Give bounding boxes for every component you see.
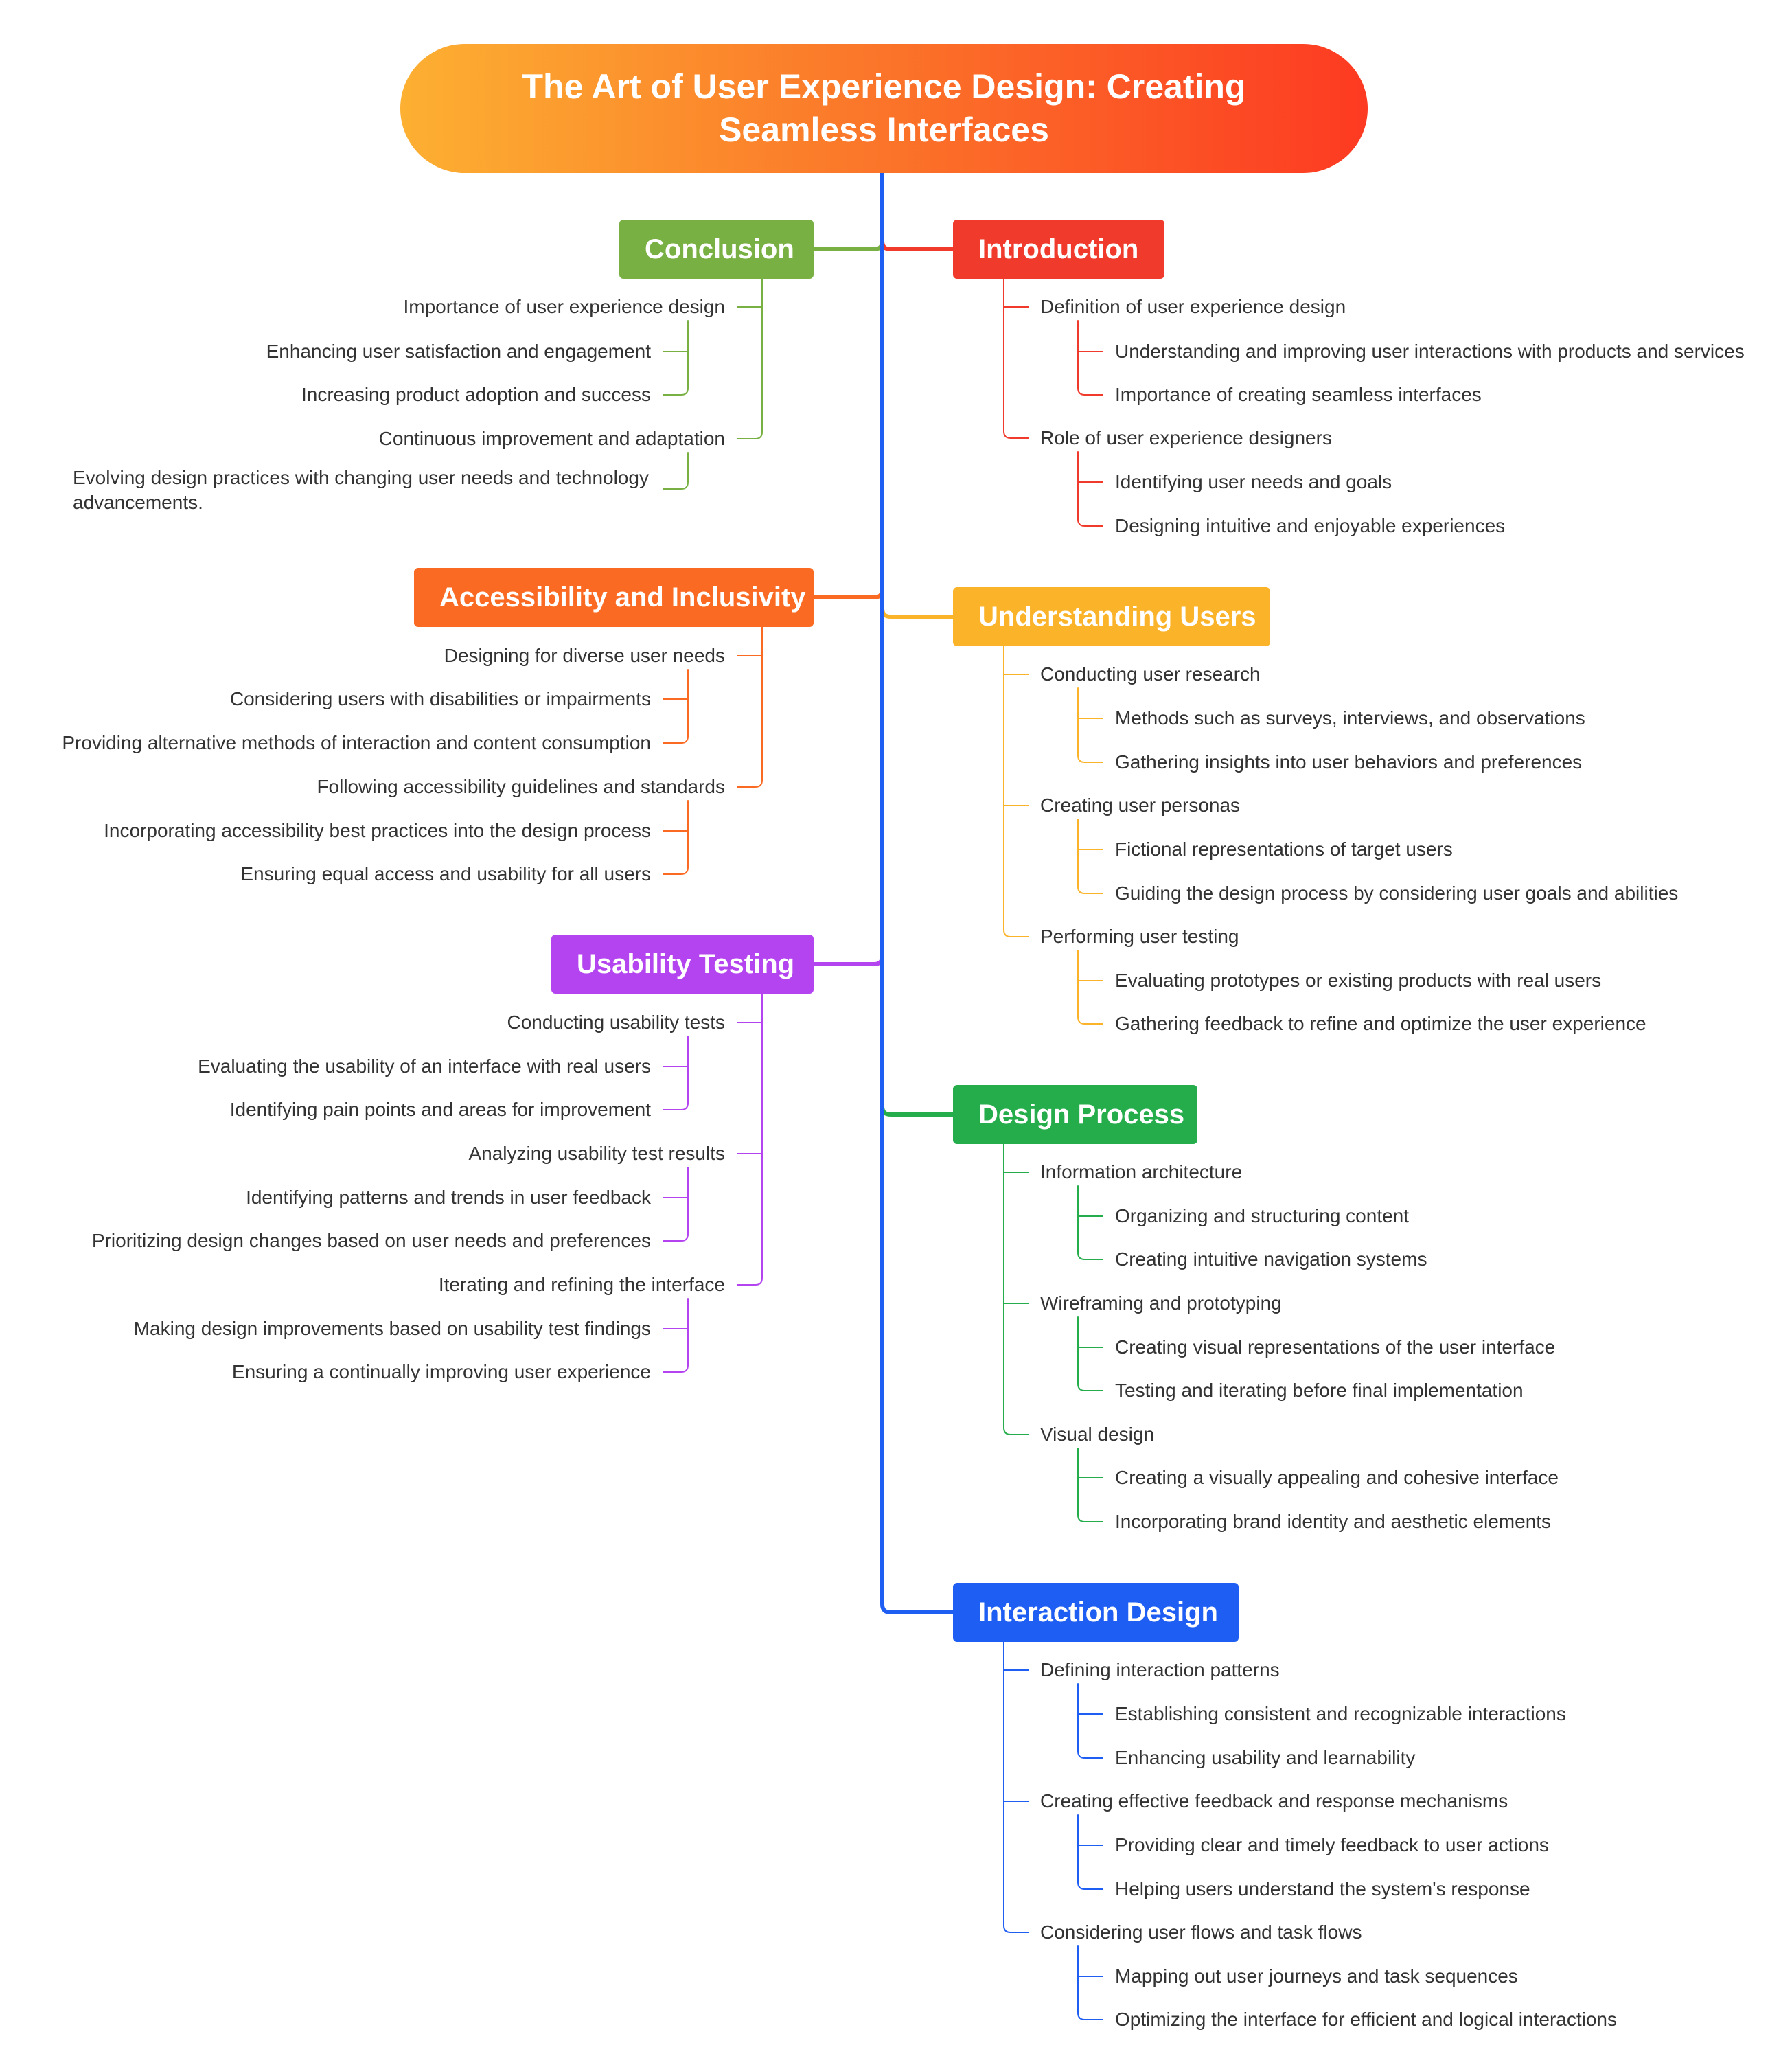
subitem-line bbox=[1077, 1448, 1103, 1522]
subtopic-item[interactable]: Enhancing usability and learnability bbox=[1115, 1747, 1416, 1768]
topic-item[interactable]: Defining interaction patterns bbox=[1040, 1659, 1280, 1680]
topic-item[interactable]: Information architecture bbox=[1040, 1161, 1243, 1183]
subitem-line bbox=[1077, 950, 1103, 1025]
subtopic-item[interactable]: Optimizing the interface for efficient a… bbox=[1115, 2009, 1617, 2030]
subitem-line bbox=[663, 320, 689, 396]
subtopic-item[interactable]: Considering users with disabilities or i… bbox=[229, 688, 651, 709]
subitem-line bbox=[1077, 451, 1103, 527]
subtopic-item[interactable]: Organizing and structuring content bbox=[1115, 1205, 1410, 1226]
subtopic-item[interactable]: Identifying user needs and goals bbox=[1115, 471, 1392, 492]
subtopic-item[interactable]: Identifying pain points and areas for im… bbox=[229, 1099, 651, 1120]
trunk-connector-introduction bbox=[880, 171, 955, 251]
topic-item[interactable]: Visual design bbox=[1040, 1424, 1155, 1445]
branch-line-design_process bbox=[1003, 1143, 1029, 1435]
subtopic-item[interactable]: Increasing product adoption and success bbox=[301, 384, 651, 405]
branch-line-introduction bbox=[1003, 278, 1029, 439]
subitem-line bbox=[1077, 1316, 1103, 1391]
subtopic-item[interactable]: Creating visual representations of the u… bbox=[1115, 1336, 1556, 1358]
topic-item[interactable]: Role of user experience designers bbox=[1040, 427, 1332, 448]
branch-line-conclusion bbox=[737, 278, 763, 439]
topic-item[interactable]: Creating effective feedback and response… bbox=[1040, 1790, 1508, 1812]
trunk-connector-accessibility bbox=[812, 171, 884, 599]
subitem-line bbox=[663, 452, 689, 490]
subtopic-item[interactable]: Providing alternative methods of interac… bbox=[62, 732, 651, 753]
branch-accessibility[interactable]: Accessibility and Inclusivity bbox=[414, 568, 814, 627]
topic-item[interactable]: Importance of user experience design bbox=[403, 296, 726, 317]
trunk-connector-interaction bbox=[880, 171, 955, 1614]
branch-line-understanding bbox=[1003, 646, 1029, 937]
subtopic-item[interactable]: Helping users understand the system's re… bbox=[1115, 1878, 1530, 1899]
subitem-line bbox=[1077, 1683, 1103, 1759]
branch-understanding[interactable]: Understanding Users bbox=[953, 587, 1270, 646]
subtopic-item[interactable]: Making design improvements based on usab… bbox=[133, 1318, 651, 1339]
trunk-connector-usability bbox=[812, 171, 884, 966]
subtopic-item[interactable]: Ensuring a continually improving user ex… bbox=[231, 1361, 651, 1382]
subtopic-item[interactable]: Gathering feedback to refine and optimiz… bbox=[1115, 1013, 1646, 1034]
subtopic-item[interactable]: Establishing consistent and recognizable… bbox=[1115, 1703, 1566, 1724]
subitem-line bbox=[663, 1167, 689, 1242]
branch-usability[interactable]: Usability Testing bbox=[551, 935, 814, 994]
subtopic-item[interactable]: Designing intuitive and enjoyable experi… bbox=[1115, 515, 1506, 536]
branch-introduction[interactable]: Introduction bbox=[953, 220, 1164, 279]
subtopic-item[interactable]: Enhancing user satisfaction and engageme… bbox=[266, 341, 651, 362]
subitem-line bbox=[1077, 1185, 1103, 1260]
trunk-connector-understanding bbox=[880, 171, 955, 619]
subitem-line bbox=[663, 1036, 689, 1110]
trunk-connector-conclusion bbox=[812, 171, 884, 251]
topic-item[interactable]: Iterating and refining the interface bbox=[438, 1274, 725, 1295]
subtopic-item[interactable]: Mapping out user journeys and task seque… bbox=[1115, 1965, 1518, 1987]
subtopic-item[interactable]: Guiding the design process by considerin… bbox=[1115, 882, 1679, 904]
subtopic-item[interactable]: Fictional representations of target user… bbox=[1115, 838, 1453, 860]
subitem-line bbox=[1077, 819, 1103, 894]
subitem-line bbox=[1077, 1945, 1103, 2020]
subtopic-item[interactable]: Ensuring equal access and usability for … bbox=[240, 863, 651, 884]
topic-item[interactable]: Following accessibility guidelines and s… bbox=[317, 776, 725, 797]
topic-item[interactable]: Definition of user experience design bbox=[1040, 296, 1346, 317]
subtopic-item[interactable]: Gathering insights into user behaviors a… bbox=[1115, 751, 1583, 773]
subtopic-item[interactable]: Providing clear and timely feedback to u… bbox=[1115, 1834, 1549, 1855]
subtopic-item[interactable]: Identifying patterns and trends in user … bbox=[246, 1187, 651, 1208]
topic-item[interactable]: Performing user testing bbox=[1040, 926, 1239, 947]
branch-design-process[interactable]: Design Process bbox=[953, 1085, 1197, 1144]
branch-conclusion[interactable]: Conclusion bbox=[619, 220, 814, 279]
branch-line-accessibility bbox=[737, 626, 763, 788]
subtopic-item[interactable]: Incorporating brand identity and aesthet… bbox=[1115, 1511, 1552, 1532]
root-topic[interactable]: The Art of User Experience Design: Creat… bbox=[400, 44, 1368, 173]
subitem-line bbox=[663, 1298, 689, 1373]
topic-item[interactable]: Continuous improvement and adaptation bbox=[378, 428, 725, 449]
subtopic-item[interactable]: Testing and iterating before final imple… bbox=[1115, 1380, 1524, 1401]
topic-item[interactable]: Considering user flows and task flows bbox=[1040, 1921, 1362, 1943]
subtopic-item[interactable]: Evolving design practices with changing … bbox=[73, 467, 649, 513]
subtopic-item[interactable]: Understanding and improving user interac… bbox=[1115, 341, 1745, 362]
topic-item[interactable]: Analyzing usability test results bbox=[468, 1143, 725, 1164]
subtopic-item[interactable]: Importance of creating seamless interfac… bbox=[1115, 384, 1482, 405]
topic-item[interactable]: Designing for diverse user needs bbox=[444, 645, 725, 666]
subtopic-item[interactable]: Incorporating accessibility best practic… bbox=[104, 820, 651, 841]
subtopic-item[interactable]: Creating intuitive navigation systems bbox=[1115, 1248, 1427, 1270]
subtopic-item[interactable]: Evaluating prototypes or existing produc… bbox=[1115, 970, 1602, 991]
topic-item[interactable]: Conducting usability tests bbox=[507, 1012, 725, 1033]
topic-item[interactable]: Conducting user research bbox=[1040, 663, 1261, 685]
topic-item[interactable]: Wireframing and prototyping bbox=[1040, 1292, 1282, 1314]
subtopic-item[interactable]: Creating a visually appealing and cohesi… bbox=[1115, 1467, 1559, 1488]
trunk-connector-design_process bbox=[880, 171, 955, 1117]
subtopic-item[interactable]: Prioritizing design changes based on use… bbox=[91, 1230, 651, 1251]
topic-item[interactable]: Creating user personas bbox=[1040, 795, 1241, 816]
branch-line-interaction bbox=[1003, 1641, 1029, 1933]
subitem-line bbox=[663, 669, 689, 744]
subitem-line bbox=[663, 800, 689, 875]
branch-line-usability bbox=[737, 993, 763, 1286]
subitem-line bbox=[1077, 1814, 1103, 1890]
subitem-line bbox=[1077, 320, 1103, 396]
subitem-line bbox=[1077, 687, 1103, 763]
subtopic-item[interactable]: Evaluating the usability of an interface… bbox=[198, 1055, 651, 1077]
subtopic-item[interactable]: Methods such as surveys, interviews, and… bbox=[1115, 707, 1585, 729]
branch-interaction[interactable]: Interaction Design bbox=[953, 1583, 1239, 1642]
